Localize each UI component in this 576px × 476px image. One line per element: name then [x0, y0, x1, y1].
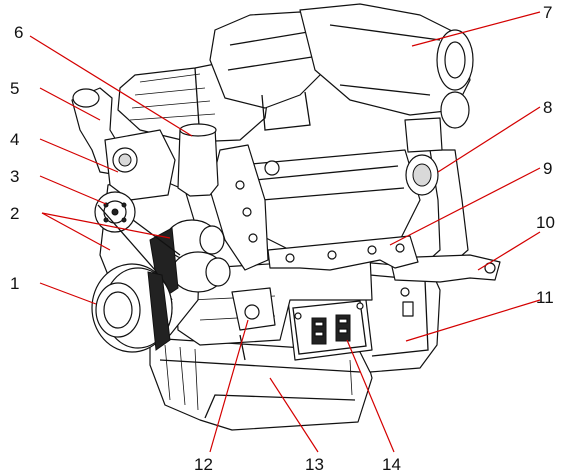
engine-drawing	[71, 3, 501, 431]
callout-7: 7	[543, 3, 552, 22]
callout-14: 14	[382, 455, 401, 474]
callout-labels: 1 2 3 4 5 6 7 8 9 10 11 12 13 14	[10, 3, 555, 474]
fuel-filter	[177, 127, 219, 197]
callout-5: 5	[10, 79, 19, 98]
callout-11: 11	[536, 288, 554, 307]
leader-lines	[29, 11, 541, 453]
crankshaft-pulley	[91, 263, 173, 353]
callout-1: 1	[10, 274, 19, 293]
callout-12: 12	[194, 455, 213, 474]
ecm-module	[287, 291, 373, 361]
callout-2: 2	[10, 204, 19, 223]
intake-housing	[209, 11, 336, 109]
water-pump	[104, 129, 176, 201]
alternator-pulleys	[149, 219, 231, 301]
callout-10: 10	[536, 213, 555, 232]
callout-6: 6	[14, 23, 23, 42]
callout-9: 9	[543, 159, 552, 178]
exhaust-manifold	[267, 235, 419, 271]
callout-3: 3	[10, 167, 19, 186]
callout-4: 4	[10, 130, 19, 149]
callout-13: 13	[305, 455, 324, 474]
callout-8: 8	[543, 98, 552, 117]
